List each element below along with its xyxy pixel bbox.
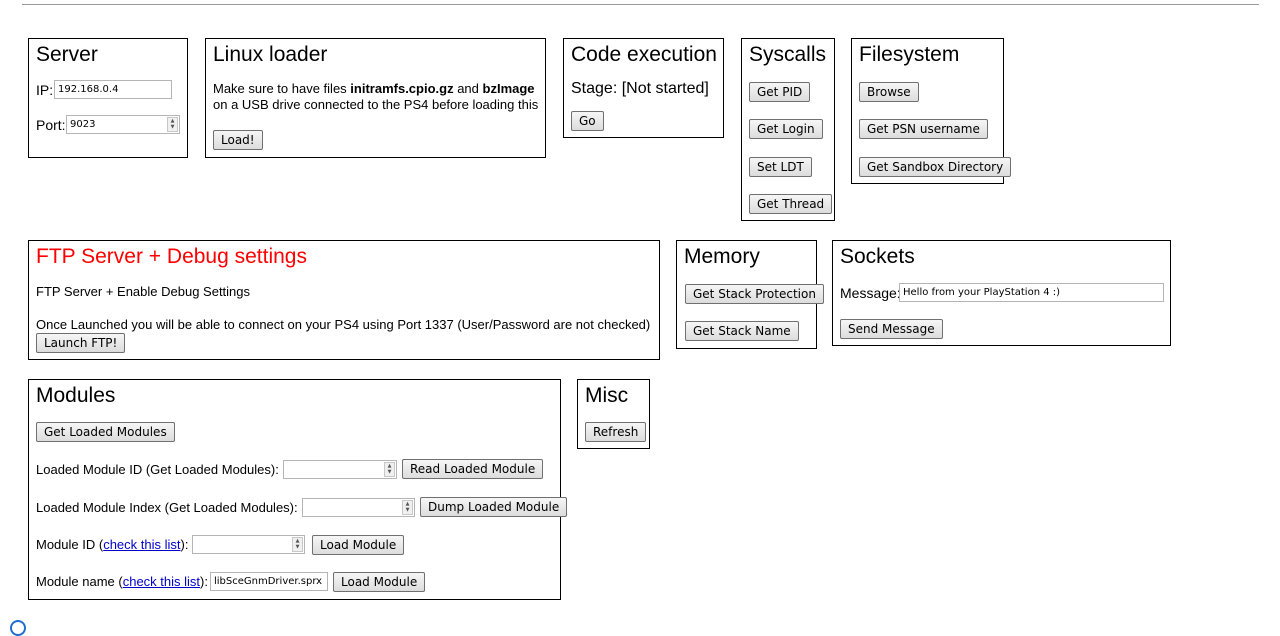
loading-indicator-icon — [10, 620, 26, 636]
port-value: 9023 — [70, 119, 96, 130]
launch-ftp-button[interactable]: Launch FTP! — [36, 333, 126, 353]
loaded-module-index-input[interactable]: ▲▼ — [302, 498, 415, 517]
browse-button[interactable]: Browse — [859, 82, 919, 102]
load-module-by-name-button[interactable]: Load Module — [333, 572, 426, 592]
ftp-subtitle: FTP Server + Enable Debug Settings — [36, 284, 251, 299]
ip-label: IP: — [36, 82, 54, 98]
ftp-debug-panel: FTP Server + Debug settings FTP Server +… — [28, 240, 660, 360]
message-label: Message: — [840, 285, 901, 301]
get-thread-button[interactable]: Get Thread — [749, 194, 833, 214]
modules-title: Modules — [36, 384, 116, 407]
loaded-module-id-spinner-icon[interactable]: ▲▼ — [384, 462, 395, 477]
get-stack-protection-button[interactable]: Get Stack Protection — [685, 284, 824, 304]
top-divider — [22, 4, 1259, 5]
module-id-label: Module ID (check this list): — [36, 537, 188, 552]
ip-input[interactable]: 192.168.0.4 — [54, 80, 172, 99]
linux-loader-panel: Linux loader Make sure to have files ini… — [205, 38, 546, 158]
sockets-title: Sockets — [840, 245, 915, 268]
module-id-label-post: ): — [180, 537, 189, 552]
initramfs-filename: initramfs.cpio.gz — [350, 81, 454, 96]
refresh-button[interactable]: Refresh — [585, 422, 647, 442]
stage-status: Stage: [Not started] — [571, 80, 709, 97]
module-name-list-link[interactable]: check this list — [122, 574, 201, 589]
port-input[interactable]: 9023 ▲▼ — [66, 115, 180, 134]
get-psn-username-button[interactable]: Get PSN username — [859, 119, 988, 139]
get-sandbox-directory-button[interactable]: Get Sandbox Directory — [859, 157, 1012, 177]
loaded-module-index-spinner-icon[interactable]: ▲▼ — [402, 500, 413, 515]
linux-load-button[interactable]: Load! — [213, 130, 263, 150]
server-panel: Server IP: 192.168.0.4 Port: 9023 ▲▼ — [28, 38, 188, 158]
get-pid-button[interactable]: Get PID — [749, 82, 811, 102]
filesystem-title: Filesystem — [859, 43, 960, 66]
syscalls-title: Syscalls — [749, 43, 827, 66]
memory-title: Memory — [684, 245, 760, 268]
code-execution-panel: Code execution Stage: [Not started] Go — [563, 38, 724, 138]
get-login-button[interactable]: Get Login — [749, 119, 823, 139]
linux-loader-text-2: and — [453, 81, 483, 96]
linux-loader-title: Linux loader — [213, 43, 328, 66]
module-name-input[interactable]: libSceGnmDriver.sprx — [210, 572, 328, 591]
load-module-by-id-button[interactable]: Load Module — [312, 535, 405, 555]
message-input[interactable]: Hello from your PlayStation 4 :) — [899, 283, 1164, 302]
module-name-label: Module name (check this list): — [36, 574, 208, 589]
linux-loader-text-1: Make sure to have files — [213, 81, 351, 96]
go-button[interactable]: Go — [571, 111, 604, 131]
send-message-button[interactable]: Send Message — [840, 319, 943, 339]
module-name-label-pre: Module name ( — [36, 574, 123, 589]
get-stack-name-button[interactable]: Get Stack Name — [685, 321, 799, 341]
ftp-description: Once Launched you will be able to connec… — [36, 317, 651, 332]
get-loaded-modules-button[interactable]: Get Loaded Modules — [36, 422, 175, 442]
server-title: Server — [36, 43, 98, 66]
bzimage-filename: bzImage — [482, 81, 535, 96]
module-name-label-post: ): — [200, 574, 208, 589]
loaded-module-id-label: Loaded Module ID (Get Loaded Modules): — [36, 462, 279, 477]
port-label: Port: — [36, 117, 66, 133]
memory-panel: Memory Get Stack Protection Get Stack Na… — [676, 240, 824, 349]
read-loaded-module-button[interactable]: Read Loaded Module — [402, 459, 544, 479]
filesystem-panel: Filesystem Browse Get PSN username Get S… — [851, 38, 1012, 184]
module-id-input[interactable]: ▲▼ — [192, 535, 305, 554]
linux-loader-instructions: Make sure to have files initramfs.cpio.g… — [213, 81, 535, 96]
linux-loader-text-3: on a USB drive connected to the PS4 befo… — [213, 97, 539, 112]
code-execution-title: Code execution — [571, 43, 717, 66]
loaded-module-index-label: Loaded Module Index (Get Loaded Modules)… — [36, 500, 298, 515]
modules-panel: Modules Get Loaded Modules Loaded Module… — [28, 379, 568, 600]
module-id-spinner-icon[interactable]: ▲▼ — [292, 537, 303, 552]
module-id-label-pre: Module ID ( — [36, 537, 104, 552]
misc-title: Misc — [585, 384, 629, 407]
set-ldt-button[interactable]: Set LDT — [749, 157, 812, 177]
loaded-module-id-input[interactable]: ▲▼ — [283, 460, 397, 479]
module-id-list-link[interactable]: check this list — [103, 537, 181, 552]
port-spinner-icon[interactable]: ▲▼ — [167, 117, 178, 132]
syscalls-panel: Syscalls Get PID Get Login Set LDT Get T… — [741, 38, 835, 221]
dump-loaded-module-button[interactable]: Dump Loaded Module — [420, 497, 568, 517]
misc-panel: Misc Refresh — [577, 379, 650, 449]
sockets-panel: Sockets Message: Hello from your PlaySta… — [832, 240, 1171, 346]
ftp-title: FTP Server + Debug settings — [36, 245, 307, 268]
